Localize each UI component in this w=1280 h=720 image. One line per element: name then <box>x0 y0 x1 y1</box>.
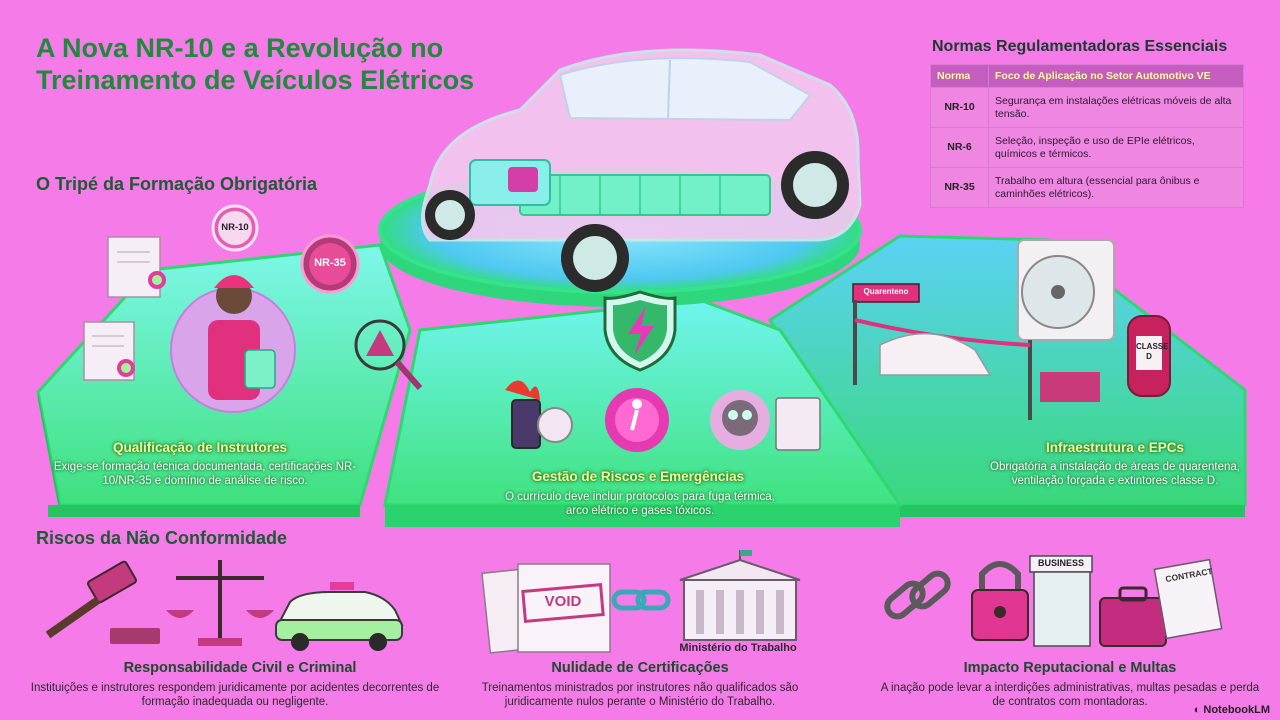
certificate-icon <box>83 321 135 381</box>
extinguisher-class-label: CLASSE D <box>1136 342 1169 361</box>
risks-section-title: Riscos da Não Conformidade <box>36 528 288 548</box>
electric-arc-icon <box>605 388 669 452</box>
chain-icon <box>884 570 951 620</box>
void-stamp-label: VOID <box>544 593 582 610</box>
panel-center-desc: O currículo deve incluir protocolos para… <box>505 491 775 517</box>
brand-label: NotebookLM <box>1203 704 1270 716</box>
broken-chain-icon <box>611 589 671 611</box>
norms-table: Norma Foco de Aplicação no Setor Automot… <box>930 64 1244 208</box>
thermal-runaway-icon <box>505 380 573 449</box>
risk-illustrations <box>45 550 1223 654</box>
risk-1-title: Responsabilidade Civil e Criminal <box>123 660 357 676</box>
risk-analysis-icon <box>354 319 423 390</box>
norm-code: NR-6 <box>930 127 989 168</box>
void-document-icon <box>481 563 611 654</box>
risk-1-desc: Instituições e instrutores respondem jur… <box>30 682 440 708</box>
nr35-badge-label: NR-35 <box>314 257 346 269</box>
panel-right-title: Infraestrutura e EPCs <box>1045 440 1185 455</box>
norm-text: Segurança em instalações elétricas móvei… <box>988 87 1244 128</box>
gavel-icon <box>45 560 160 644</box>
electric-car-illustration <box>421 48 862 292</box>
norm-code: NR-35 <box>930 167 989 208</box>
table-row: NR-6 Seleção, inspeção e uso de EPIe elé… <box>930 127 1244 168</box>
norms-header-norma: Norma <box>930 64 989 88</box>
panel-center-title: Gestão de Riscos e Emergências <box>531 469 745 484</box>
panel-left-title: Qualificação de Instrutores <box>112 440 288 455</box>
torn-contract-icon <box>1153 558 1223 640</box>
ventilation-fan-icon <box>1017 239 1115 341</box>
quarantine-area-illustration <box>852 283 1100 420</box>
tripe-section-title: O Tripé da Formação Obrigatória <box>36 174 318 194</box>
norms-header-foco: Foco de Aplicação no Setor Automotivo VE <box>988 64 1244 88</box>
fire-extinguisher-icon <box>1127 315 1171 397</box>
nr10-badge <box>211 204 259 252</box>
brand-logo: ◐ NotebookLM <box>1194 704 1270 716</box>
police-car-icon <box>275 582 404 651</box>
instructor-illustration <box>170 275 296 413</box>
norms-title: Normas Regulamentadoras Essenciais <box>932 38 1228 55</box>
notebook-icon: ◐ <box>1193 704 1201 716</box>
ministry-label: Ministério do Trabalho <box>679 642 797 654</box>
toxic-gas-mask-icon <box>710 390 821 451</box>
justice-scale-icon <box>166 560 274 646</box>
electric-shield-icon <box>603 290 677 372</box>
table-row: NR-10 Segurança em instalações elétricas… <box>930 87 1244 128</box>
norm-code: NR-10 <box>930 87 989 128</box>
right-platform <box>767 234 1247 517</box>
business-sign-label: BUSINESS <box>1037 558 1084 568</box>
risk-2-desc: Treinamentos ministrados por instrutores… <box>481 682 799 708</box>
risk-3-desc: A inação pode levar a interdições admini… <box>880 682 1260 708</box>
page-title: A Nova NR-10 e a Revolução no Treinament… <box>36 33 475 95</box>
briefcase-icon <box>1099 586 1167 647</box>
risk-3-title: Impacto Reputacional e Multas <box>963 660 1177 676</box>
nr10-badge-label: NR-10 <box>221 222 249 233</box>
business-building-icon <box>1029 555 1093 647</box>
quarantine-sign-label: Quarenteno <box>863 287 909 296</box>
risk-2-title: Nulidade de Certificações <box>551 660 729 676</box>
norm-text: Trabalho em altura (essencial para ônibu… <box>988 167 1244 208</box>
panel-left-desc: Exige-se formação técnica documentada, c… <box>53 461 357 487</box>
padlock-icon <box>971 561 1029 641</box>
panel-right-desc: Obrigatória a instalação de áreas de qua… <box>990 461 1240 487</box>
certificate-icon <box>107 236 166 298</box>
nr35-badge <box>300 234 360 294</box>
ministry-building-icon <box>679 550 801 641</box>
table-row: NR-35 Trabalho em altura (essencial para… <box>930 167 1244 208</box>
norm-text: Seleção, inspeção e uso de EPIe elétrico… <box>988 127 1244 168</box>
